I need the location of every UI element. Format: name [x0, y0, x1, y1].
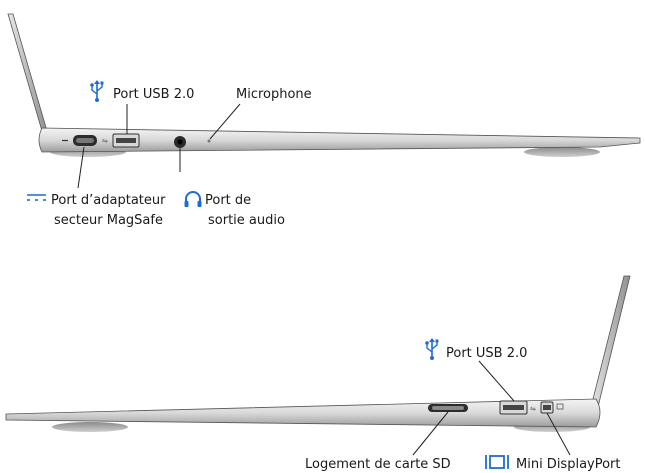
leader-mini-displayport — [546, 412, 571, 456]
top-laptop-foot-right — [524, 147, 600, 157]
leader-microphone — [209, 103, 241, 140]
top-laptop-lid — [7, 13, 48, 132]
label-audio-line1: Port de — [205, 193, 251, 208]
magsafe-port — [62, 135, 97, 146]
label-magsafe-line1: Port d’adaptateur — [51, 193, 166, 208]
microphone-hole — [207, 139, 211, 143]
usb-icon — [90, 80, 104, 102]
leader-usb-bottom — [478, 360, 515, 402]
top-laptop-body — [38, 127, 641, 153]
label-usb-top: Port USB 2.0 — [113, 87, 194, 102]
leader-magsafe — [77, 146, 85, 189]
bottom-laptop-foot-left — [52, 422, 128, 432]
label-usb-bottom: Port USB 2.0 — [446, 346, 527, 361]
leader-sd-slot — [412, 411, 449, 456]
headphones-icon — [184, 191, 202, 207]
magsafe-icon — [27, 194, 46, 201]
label-magsafe-line2: secteur MagSafe — [54, 213, 163, 228]
displayport-icon — [485, 455, 509, 469]
usb-port-top: ⇋ — [102, 133, 140, 148]
svg-text:⇋: ⇋ — [530, 405, 536, 413]
label-audio-line2: sortie audio — [208, 213, 285, 228]
usb-icon — [425, 338, 439, 360]
label-mini-displayport: Mini DisplayPort — [516, 457, 621, 472]
svg-text:⇋: ⇋ — [102, 137, 108, 145]
bottom-laptop-lid — [589, 275, 631, 412]
audio-jack — [174, 136, 186, 148]
label-sd-slot: Logement de carte SD — [305, 457, 451, 472]
top-laptop-illustration: ⇋ — [7, 13, 641, 157]
label-microphone: Microphone — [236, 87, 312, 102]
sd-card-slot — [428, 404, 468, 412]
bottom-laptop-illustration: ⇋ — [5, 275, 631, 432]
